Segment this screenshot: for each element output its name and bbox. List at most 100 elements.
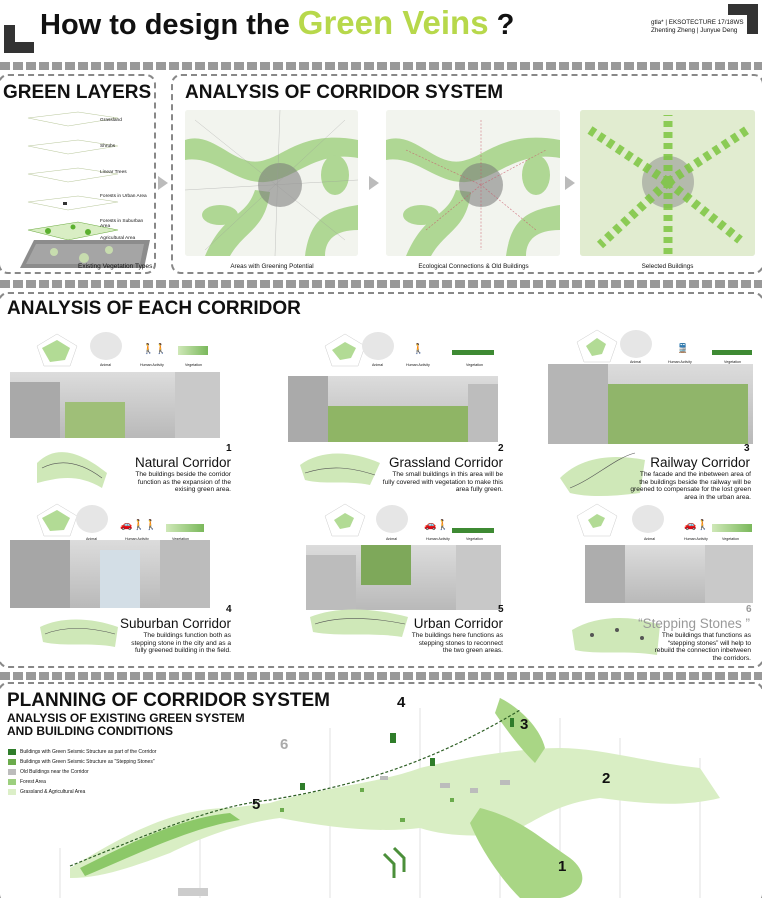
corridor-desc-2: The small buildings in this area will be…	[382, 471, 503, 494]
layer-label-linear-trees: Linear Trees	[100, 170, 127, 175]
corridor-name-4: Suburban Corridor	[119, 616, 231, 631]
corridor-number-3: 3	[744, 443, 750, 454]
animal-icon	[76, 505, 108, 533]
vegetation-bar-5	[452, 528, 494, 533]
label-human-5: Human Activity	[426, 537, 450, 541]
map-caption-selected-buildings: Selected Buildings	[641, 263, 694, 270]
corridor-system-title: ANALYSIS OF CORRIDOR SYSTEM	[185, 82, 504, 103]
legend-swatch	[8, 789, 16, 795]
map-number-5: 5	[252, 796, 261, 813]
label-animal-5: Animal	[386, 537, 397, 541]
each-corridor-title: ANALYSIS OF EACH CORRIDOR	[7, 298, 301, 319]
radar-chart-3	[576, 329, 618, 363]
label-human-6: Human Activity	[684, 537, 708, 541]
corridor-photo-6	[585, 545, 753, 603]
planning-legend: Buildings with Green Seismic Structure a…	[8, 747, 156, 797]
human-activity-icon: 🚗🚶🚶	[120, 520, 158, 531]
corridor-map-6	[572, 618, 660, 655]
corridor-desc-4: The buildings function both as stepping …	[131, 632, 231, 655]
divider-bottom	[0, 672, 762, 680]
animal-icon	[632, 505, 664, 533]
corridor-map-5	[310, 609, 408, 637]
page-title: How to design the Green Veins ?	[40, 4, 514, 42]
title-highlight: Green Veins	[297, 4, 489, 41]
map-number-6: 6	[280, 736, 289, 753]
title-prefix: How to design the	[40, 9, 298, 41]
vegetation-bar-2	[452, 350, 494, 355]
animal-icon	[362, 332, 394, 360]
credits-course: gtla* | EKSOTECTURE 17/18WS	[651, 19, 744, 26]
label-vegetation-2: Vegetation	[466, 363, 483, 367]
corridor-map-4	[40, 619, 118, 647]
vegetation-bar-1	[178, 346, 208, 355]
corridor-name-6: “Stepping Stones ”	[638, 616, 750, 631]
label-human-3: Human Activity	[668, 360, 692, 364]
planning-title: PLANNING OF CORRIDOR SYSTEM	[7, 690, 331, 711]
map-caption-greening-potential: Areas with Greening Potential	[230, 263, 314, 270]
layer-label-urban-forest: Forests in Urban Area	[100, 194, 147, 199]
map-caption-ecological-connections: Ecological Connections & Old Buildings	[418, 263, 529, 270]
divider-top	[0, 62, 762, 70]
corridor-name-3: Railway Corridor	[650, 455, 750, 470]
human-activity-icon: 🚗🚶	[684, 520, 709, 531]
legend-item: Forest Area	[8, 777, 156, 787]
map-ecological-connections	[386, 110, 560, 256]
corridor-photo-4	[10, 540, 210, 608]
layer-stack-illustration	[27, 111, 119, 241]
green-layers-panel: GREEN LAYERS Grassland Shrubs Linear Tre…	[0, 74, 156, 274]
title-suffix: ?	[488, 9, 515, 41]
map-greening-potential	[185, 110, 358, 256]
planning-subtitle-line2: AND BUILDING CONDITIONS	[7, 724, 173, 738]
legend-swatch	[8, 749, 16, 755]
animal-icon	[620, 330, 652, 358]
corner-bracket-right	[728, 4, 758, 34]
train-icon: 🚆	[677, 344, 689, 354]
label-animal-3: Animal	[630, 360, 641, 364]
label-human-4: Human Activity	[125, 537, 149, 541]
vegetation-bar-6	[712, 524, 752, 532]
layer-label-suburban-forest: Forests in Suburban Area	[100, 219, 144, 229]
label-human-2: Human Activity	[406, 363, 430, 367]
layer-label-agricultural: Agricultural Area	[100, 236, 136, 241]
corner-bracket-left	[4, 25, 34, 53]
map-number-4: 4	[397, 694, 406, 711]
human-activity-icon: 🚶🚶	[142, 344, 167, 355]
corridor-name-2: Grassland Corridor	[388, 455, 503, 470]
corridor-system-3d-map	[59, 698, 720, 898]
planning-subtitle: ANALYSIS OF EXISTING GREEN SYSTEM AND BU…	[7, 712, 245, 738]
corridor-desc-6: The buildings that functions as “steppin…	[654, 632, 751, 662]
label-animal-1: Animal	[100, 363, 111, 367]
legend-item: Grassland & Agricultural Area	[8, 787, 156, 797]
layer-label-grassland: Grassland	[100, 118, 122, 123]
legend-swatch	[8, 759, 16, 765]
corridor-map-2	[300, 453, 380, 485]
divider-middle	[0, 280, 762, 288]
map-selected-buildings-drawing	[580, 110, 755, 256]
legend-item: Old Buildings near the Corridor	[8, 767, 156, 777]
corridor-name-1: Natural Corridor	[134, 455, 231, 470]
corridor-photo-2	[288, 376, 498, 442]
map-greening-potential-drawing	[185, 110, 358, 256]
label-animal-6: Animal	[644, 537, 655, 541]
animal-icon	[90, 332, 122, 360]
corridor-photo-5	[306, 545, 501, 610]
corridor-number-5: 5	[498, 604, 504, 615]
base-terrain-map	[20, 240, 150, 268]
corridor-desc-3: The facade and the inbetween area of the…	[630, 471, 751, 501]
credits: gtla* | EKSOTECTURE 17/18WS Zhenting Zhe…	[651, 19, 744, 35]
legend-item: Buildings with Green Seismic Structure a…	[8, 747, 156, 757]
corridor-desc-5: The buildings here functions as stepping…	[411, 632, 503, 655]
radar-chart-1	[36, 333, 78, 367]
label-vegetation-6: Vegetation	[722, 537, 739, 541]
legend-item: Buildings with Green Seismic Structure a…	[8, 757, 156, 767]
label-vegetation-4: Vegetation	[172, 537, 189, 541]
radar-chart-2	[324, 333, 366, 367]
corridor-number-4: 4	[226, 604, 232, 615]
animal-icon	[376, 505, 408, 533]
label-vegetation-3: Vegetation	[724, 360, 741, 364]
vegetation-bar-3	[712, 350, 752, 355]
legend-swatch	[8, 769, 16, 775]
label-human-1: Human Activity	[140, 363, 164, 367]
map-selected-buildings	[580, 110, 755, 256]
map-ecological-connections-drawing	[386, 110, 560, 256]
